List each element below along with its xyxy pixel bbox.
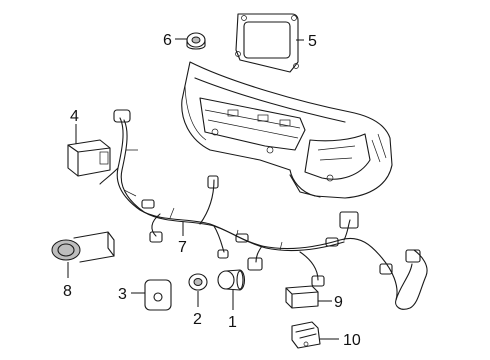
bumper-fascia bbox=[181, 61, 393, 199]
callout-6: 6 bbox=[163, 32, 172, 49]
bracket-part-10 bbox=[291, 321, 321, 349]
grommet-part-2 bbox=[188, 273, 208, 291]
sensor-bracket-part-3 bbox=[144, 279, 172, 311]
callout-1: 1 bbox=[228, 314, 237, 331]
callout-2: 2 bbox=[193, 311, 202, 328]
callout-4: 4 bbox=[70, 108, 79, 125]
callout-5: 5 bbox=[308, 33, 317, 50]
callout-9: 9 bbox=[334, 294, 343, 311]
callout-8: 8 bbox=[63, 283, 72, 300]
parking-sensor-part-8 bbox=[51, 231, 115, 263]
callout-7: 7 bbox=[178, 239, 187, 256]
wiring-harness-part-7 bbox=[99, 109, 428, 310]
callout-3: 3 bbox=[118, 286, 127, 303]
radar-module-part-5 bbox=[235, 13, 299, 73]
module-part-9 bbox=[285, 285, 319, 309]
control-module-part-4 bbox=[67, 139, 111, 177]
callouts: 6 5 4 7 8 3 2 1 9 10 bbox=[63, 32, 361, 349]
sensor-retainer-part-1 bbox=[217, 269, 246, 291]
leader-lines bbox=[67, 38, 339, 340]
retainer-nut-part-6 bbox=[186, 32, 206, 50]
callout-10: 10 bbox=[343, 332, 361, 349]
